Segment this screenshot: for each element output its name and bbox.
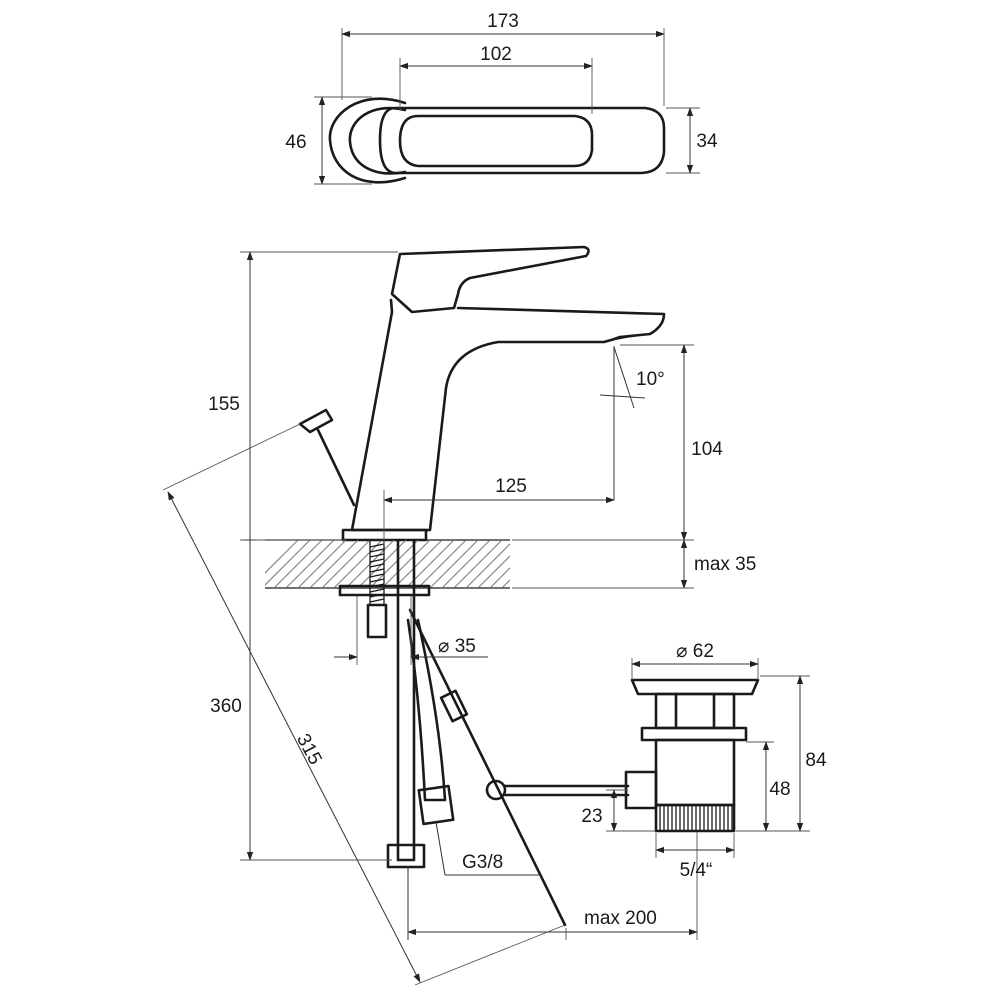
faucet-spout-tip	[603, 333, 651, 343]
dim-dia62-label: ⌀ 62	[676, 641, 714, 662]
top-view-base-inner	[348, 106, 407, 175]
drain-assembly	[624, 678, 760, 833]
dim-84-label: 84	[805, 750, 827, 771]
drain-stem	[654, 692, 736, 730]
dim-max35-label: max 35	[694, 554, 756, 575]
popup-rod	[298, 408, 630, 927]
dim-104-label: 104	[691, 439, 723, 460]
faucet-side-view: 10°	[341, 245, 666, 542]
dim-23-label: 23	[581, 806, 602, 827]
countertop	[265, 539, 510, 597]
faucet-base-flange	[341, 528, 428, 542]
hose-fitting-left	[386, 843, 426, 869]
dim-48-label: 48	[769, 779, 790, 800]
rod-joint	[485, 779, 507, 801]
top-view-lever-panel	[398, 114, 594, 168]
drain-thread	[654, 803, 736, 833]
top-view-base	[328, 97, 407, 184]
dim-10deg-label: 10°	[636, 369, 665, 390]
dim-g38-label: G3/8	[462, 852, 503, 873]
dim-155-label: 155	[208, 394, 240, 415]
dim-54-label: 5/4“	[680, 860, 713, 881]
rod-clip	[439, 689, 469, 723]
faucet-lever	[390, 245, 590, 314]
dim-102-label: 102	[480, 44, 512, 65]
dim-360-label: 360	[210, 696, 242, 717]
top-view: 173 102 46 34	[285, 11, 718, 185]
drain-flange	[640, 726, 748, 742]
drain-cap	[630, 678, 760, 696]
drain-side-connector	[624, 770, 658, 810]
stud-nut	[366, 603, 388, 639]
dim-max200-label: max 200	[584, 908, 657, 929]
connection-hoses	[366, 538, 455, 869]
dim-315-label: 315	[292, 730, 325, 768]
top-view-lever	[378, 106, 666, 175]
dimensions: 155 360 104 max 35 125 ⌀ 35 315 G3/8	[162, 251, 827, 986]
hose-fitting-right	[417, 784, 455, 826]
dim-34-label: 34	[696, 131, 718, 152]
dim-46-label: 46	[285, 132, 306, 153]
rod-knob	[298, 408, 334, 434]
dim-173-label: 173	[487, 11, 519, 32]
dim-dia35-label: ⌀ 35	[438, 636, 476, 657]
drain-body	[654, 738, 736, 807]
dim-125-label: 125	[495, 476, 527, 497]
